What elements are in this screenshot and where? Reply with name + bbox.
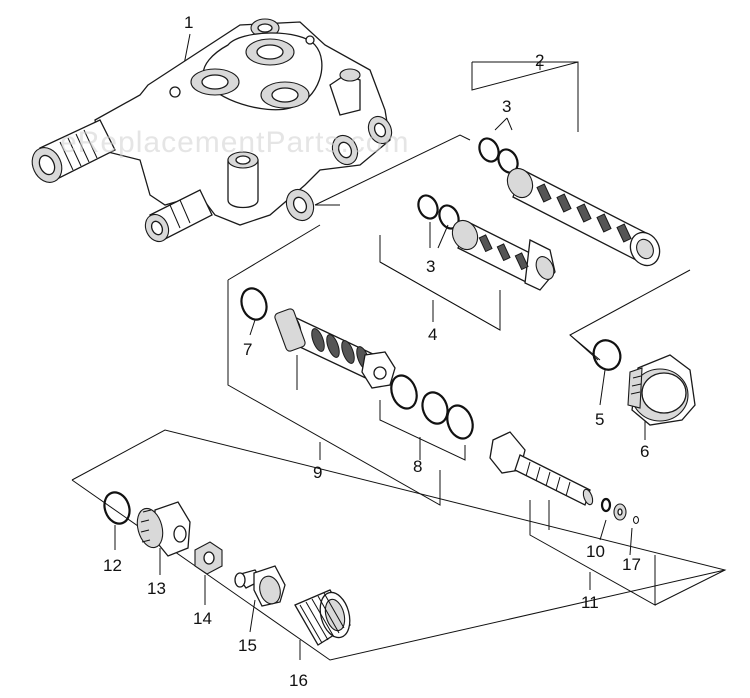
backup-rings xyxy=(390,374,474,440)
pump-manifold xyxy=(31,18,393,243)
callout-3-lower: 3 xyxy=(426,257,435,276)
callout-16: 16 xyxy=(289,671,308,690)
callout-6: 6 xyxy=(640,442,649,461)
hex-nut xyxy=(194,541,223,575)
unloader-piston-assembly xyxy=(274,308,396,389)
callout-14: 14 xyxy=(193,609,212,628)
callout-1: 1 xyxy=(184,13,193,32)
knob-stem xyxy=(234,565,286,607)
unloader-shaft xyxy=(489,431,594,506)
callout-8: 8 xyxy=(413,457,422,476)
callout-9: 9 xyxy=(313,463,322,482)
callout-7: 7 xyxy=(243,340,252,359)
o-ring-lower xyxy=(103,491,131,525)
callout-4: 4 xyxy=(428,325,437,344)
callout-17: 17 xyxy=(622,555,641,574)
knurled-knob xyxy=(294,589,351,646)
callout-10: 10 xyxy=(586,542,605,561)
valve-cage-long xyxy=(506,167,661,267)
watermark-text: eReplacementParts.com xyxy=(60,126,409,159)
callout-5: 5 xyxy=(595,410,604,429)
callout-11: 11 xyxy=(581,593,599,612)
callout-2: 2 xyxy=(535,51,544,70)
o-ring-piston xyxy=(240,287,268,321)
callout-labels: 1 2 3 3 4 5 6 7 8 9 10 11 12 13 14 15 16… xyxy=(103,13,649,690)
callout-15: 15 xyxy=(238,636,257,655)
callout-13: 13 xyxy=(147,579,166,598)
hex-fitting xyxy=(136,501,191,557)
o-ring-plug xyxy=(592,339,622,371)
valve-cage-short xyxy=(451,219,556,291)
hex-plug xyxy=(627,354,696,426)
shaft-small-rings xyxy=(600,497,639,524)
callout-3-upper: 3 xyxy=(502,97,511,116)
callout-12: 12 xyxy=(103,556,122,575)
